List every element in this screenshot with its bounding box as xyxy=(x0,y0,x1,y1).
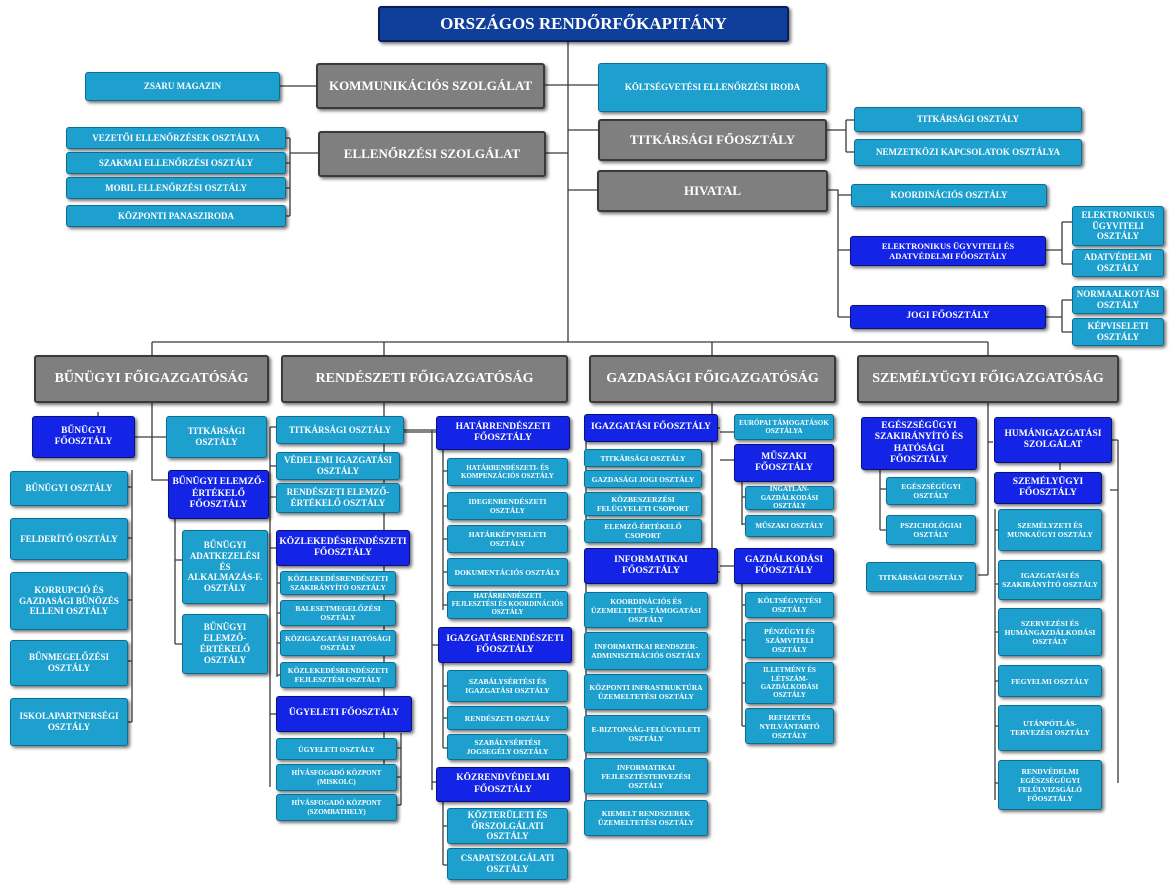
koltsegvetesi-osztaly-box: KÖLTSÉGVETÉSI OSZTÁLY xyxy=(745,592,834,618)
bunugyi-foosztaly-box: BŰNÜGYI FŐOSZTÁLY xyxy=(32,416,135,458)
bunugyi-adatkezelesi-osztaly-box: BŰNÜGYI ADATKEZELÉSI ÉS ALKALMAZÁS-F. OS… xyxy=(182,530,268,604)
egeszsegugyi-foosztaly-box: EGÉSZSÉGÜGYI SZAKIRÁNYÍTÓ ÉS HATÓSÁGI FŐ… xyxy=(861,417,977,470)
hivasfogado-szombathely-box: HÍVÁSFOGADÓ KÖZPONT (SZOMBATHELY) xyxy=(276,794,397,821)
ellenorzesi-item-1: VEZETŐI ELLENŐRZÉSEK OSZTÁLYA xyxy=(66,127,286,149)
gazd-titkarsagi-osztaly-box: TITKÁRSÁGI OSZTÁLY xyxy=(584,449,702,467)
ellenorzesi-item-2: SZAKMAI ELLENŐRZÉSI OSZTÁLY xyxy=(66,152,286,174)
titkarsagi-foosztaly-box: TITKÁRSÁGI FŐOSZTÁLY xyxy=(598,119,827,161)
idegenrendeszeti-box: IDEGENRENDÉSZETI OSZTÁLY xyxy=(447,492,568,520)
rendeszeti-osztaly-box: RENDÉSZETI OSZTÁLY xyxy=(447,706,568,730)
szabalysertesi-igazgatasi-box: SZABÁLYSÉRTÉSI ÉS IGAZGATÁSI OSZTÁLY xyxy=(447,670,568,702)
ugyeleti-osztaly-box: ÜGYELETI OSZTÁLY xyxy=(276,738,397,760)
rendeszeti-titkarsagi-osztaly-box: TITKÁRSÁGI OSZTÁLY xyxy=(276,416,404,444)
kepviseleti-osztaly-box: KÉPVISELETI OSZTÁLY xyxy=(1072,318,1164,346)
hatarkepviseleti-box: HATÁRKÉPVISELETI OSZTÁLY xyxy=(447,525,568,553)
hivasfogado-miskolc-box: HÍVÁSFOGADÓ KÖZPONT (MISKOLC) xyxy=(276,764,397,791)
ingatlan-gazdalkodasi-box: INGATLAN-GAZDÁLKODÁSI OSZTÁLY xyxy=(745,485,834,510)
zsaru-magazin-box: ZSARU MAGAZIN xyxy=(85,72,280,101)
szemelyzeti-munkaugyi-box: SZEMÉLYZETI ÉS MUNKAÜGYI OSZTÁLY xyxy=(998,509,1102,551)
rendeszeti-elemzo-osztaly-box: RENDÉSZETI ELEMZŐ-ÉRTÉKELŐ OSZTÁLY xyxy=(276,483,400,513)
info-fejlesztestervezesi-box: INFORMATIKAI FEJLESZTÉSTERVEZÉSI OSZTÁLY xyxy=(584,758,708,794)
utanpotlas-tervezesi-box: UTÁNPÓTLÁS-TERVEZÉSI OSZTÁLY xyxy=(998,705,1102,751)
felderito-osztaly-box: FELDERÍTŐ OSZTÁLY xyxy=(10,518,128,560)
kozl-szakiranyito-box: KÖZLEKEDÉSRENDÉSZETI SZAKIRÁNYÍTÓ OSZTÁL… xyxy=(280,571,396,595)
egeszsegugyi-osztaly-box: EGÉSZSÉGÜGYI OSZTÁLY xyxy=(886,477,976,505)
kozlekedesrendeszeti-foosztaly-box: KÖZLEKEDÉSRENDÉSZETI FŐOSZTÁLY xyxy=(276,530,410,566)
info-koordinacios-box: KOORDINÁCIÓS ÉS ÜZEMELTETÉS-TÁMOGATÁSI O… xyxy=(584,592,708,628)
bunugyi-foigazgatosag-box: BŰNÜGYI FŐIGAZGATÓSÁG xyxy=(34,355,269,403)
adatvedelmi-osztaly-box: ADATVÉDELMI OSZTÁLY xyxy=(1072,249,1164,277)
elektronikus-foosztaly-box: ELEKTRONIKUS ÜGYVITELI ÉS ADATVÉDELMI FŐ… xyxy=(850,236,1046,266)
elemzo-ertekelo-csoport-box: ELEMZŐ-ÉRTÉKELŐ CSOPORT xyxy=(584,519,702,543)
informatikai-foosztaly-box: INFORMATIKAI FŐOSZTÁLY xyxy=(584,548,718,584)
fegyelmi-osztaly-box: FEGYELMI OSZTÁLY xyxy=(998,665,1102,697)
bunugyi-osztaly-box: BŰNÜGYI OSZTÁLY xyxy=(10,471,128,506)
elektronikus-ugyviteli-osztaly-box: ELEKTRONIKUS ÜGYVITELI OSZTÁLY xyxy=(1072,206,1164,246)
szemelyugyi-titkarsagi-osztaly-box: TITKÁRSÁGI OSZTÁLY xyxy=(866,562,976,592)
titkarsagi-osztaly-box: TITKÁRSÁGI OSZTÁLY xyxy=(854,107,1082,132)
kiemelt-rendszerek-box: KIEMELT RENDSZEREK ÜZEMELTETÉSI OSZTÁLY xyxy=(584,800,708,836)
kozteruleti-orszolgalati-box: KÖZTERÜLETI ÉS ŐRSZOLGÁLATI OSZTÁLY xyxy=(447,808,568,844)
hivatal-box: HIVATAL xyxy=(597,170,828,212)
kozl-fejlesztesi-box: KÖZLEKEDÉSRENDÉSZETI FEJLESZTÉSI OSZTÁLY xyxy=(280,662,396,688)
pszichologiai-osztaly-box: PSZICHOLÓGIAI OSZTÁLY xyxy=(886,515,976,545)
rendvedelmi-egeszsegugyi-box: RENDVÉDELMI EGÉSZSÉGÜGYI FELÜLVIZSGÁLÓ F… xyxy=(998,760,1102,810)
info-rendszer-adm-box: INFORMATIKAI RENDSZER-ADMINISZTRÁCIÓS OS… xyxy=(584,632,708,670)
szemelyugyi-foosztaly-box: SZEMÉLYÜGYI FŐOSZTÁLY xyxy=(994,472,1102,504)
ugyeleti-foosztaly-box: ÜGYELETI FŐOSZTÁLY xyxy=(276,696,412,732)
gazdasagi-foigazgatosag-box: GAZDASÁGI FŐIGAZGATÓSÁG xyxy=(589,355,836,403)
korrupcio-osztaly-box: KORRUPCIÓ ÉS GAZDASÁGI BŰNÖZÉS ELLENI OS… xyxy=(10,572,128,630)
kozigazgatasi-hatosagi-box: KÖZIGAZGATÁSI HATÓSÁGI OSZTÁLY xyxy=(280,630,396,656)
igazgatasrendeszeti-foosztaly-box: IGAZGATÁSRENDÉSZETI FŐOSZTÁLY xyxy=(438,627,572,663)
jogi-foosztaly-box: JOGI FŐOSZTÁLY xyxy=(850,305,1046,329)
szemelyugyi-foigazgatosag-box: SZEMÉLYÜGYI FŐIGAZGATÓSÁG xyxy=(857,355,1119,403)
szabalysertesi-jogsegely-box: SZABÁLYSÉRTÉSI JOGSEGÉLY OSZTÁLY xyxy=(447,734,568,760)
gazd-igazgatasi-foosztaly-box: IGAZGATÁSI FŐOSZTÁLY xyxy=(584,414,718,442)
gazdalkodasi-foosztaly-box: GAZDÁLKODÁSI FŐOSZTÁLY xyxy=(734,548,834,584)
hatar-kompenzacios-box: HATÁRRENDÉSZETI- ÉS KOMPENZÁCIÓS OSZTÁLY xyxy=(447,458,568,486)
top-box-orszagos-rendorfokapitany: ORSZÁGOS RENDŐRFŐKAPITÁNY xyxy=(378,6,789,42)
kommunikacios-szolgalat-box: KOMMUNIKÁCIÓS SZOLGÁLAT xyxy=(316,63,545,109)
e-biztonsag-box: E-BIZTONSÁG-FELÜGYELETI OSZTÁLY xyxy=(584,715,708,753)
europai-tamogatasok-box: EURÓPAI TÁMOGATÁSOK OSZTÁLYA xyxy=(734,414,834,440)
penzugyi-szamviteli-box: PÉNZÜGYI ÉS SZÁMVITELI OSZTÁLY xyxy=(745,622,834,658)
bunmegelozesi-osztaly-box: BŰNMEGELŐZÉSI OSZTÁLY xyxy=(10,640,128,686)
bunugyi-titkarsagi-osztaly-box: TITKÁRSÁGI OSZTÁLY xyxy=(166,416,267,458)
kozrendvedelmi-foosztaly-box: KÖZRENDVÉDELMI FŐOSZTÁLY xyxy=(436,767,570,802)
koordinacios-osztaly-box: KOORDINÁCIÓS OSZTÁLY xyxy=(851,184,1047,207)
ellenorzesi-item-3: MOBIL ELLENŐRZÉSI OSZTÁLY xyxy=(66,177,286,199)
humanigazgatasi-szolgalat-box: HUMÁNIGAZGATÁSI SZOLGÁLAT xyxy=(994,417,1112,463)
szervezesi-humangazdalkodasi-box: SZERVEZÉSI ÉS HUMÁNGAZDÁLKODÁSI OSZTÁLY xyxy=(998,608,1102,656)
ellenorzesi-szolgalat-box: ELLENŐRZÉSI SZOLGÁLAT xyxy=(318,131,546,177)
nemzetkozi-kapcsolatok-box: NEMZETKÖZI KAPCSOLATOK OSZTÁLYA xyxy=(854,139,1082,166)
hatar-fejlesztesi-box: HATÁRRENDÉSZETI FEJLESZTÉSI ÉS KOORDINÁC… xyxy=(447,591,568,619)
igazgatasi-szakiranyito-box: IGAZGATÁSI ÉS SZAKIRÁNYÍTÓ OSZTÁLY xyxy=(998,560,1102,600)
bunugyi-elemzo-osztaly-box: BŰNÜGYI ELEMZŐ-ÉRTÉKELŐ OSZTÁLY xyxy=(182,614,268,674)
csapatszolgalati-box: CSAPATSZOLGÁLATI OSZTÁLY xyxy=(447,848,568,880)
dokumentacios-box: DOKUMENTÁCIÓS OSZTÁLY xyxy=(447,558,568,586)
kozbeszerzesi-csoport-box: KÖZBESZERZÉSI FELÜGYELETI CSOPORT xyxy=(584,492,702,516)
illetmeny-letszam-box: ILLETMÉNY ÉS LÉTSZÁM-GAZDÁLKODÁSI OSZTÁL… xyxy=(745,662,834,704)
muszaki-osztaly-box: MŰSZAKI OSZTÁLY xyxy=(745,515,834,537)
rendeszeti-foigazgatosag-box: RENDÉSZETI FŐIGAZGATÓSÁG xyxy=(281,355,568,403)
muszaki-foosztaly-box: MŰSZAKI FŐOSZTÁLY xyxy=(734,444,834,482)
vedelemi-igazgatasi-osztaly-box: VÉDELEMI IGAZGATÁSI OSZTÁLY xyxy=(276,452,400,480)
balesetmegelozesi-box: BALESETMEGELŐZÉSI OSZTÁLY xyxy=(280,600,396,626)
kozponti-infrastruktura-box: KÖZPONTI INFRASTRUKTÚRA ÜZEMELTETÉSI OSZ… xyxy=(584,674,708,710)
koltsegvetesi-ellenorzesi-iroda-box: KÖLTSÉGVETÉSI ELLENŐRZÉSI IRODA xyxy=(598,63,827,112)
bunugyi-elemzo-foosztaly-box: BŰNÜGYI ELEMZŐ-ÉRTÉKELŐ FŐOSZTÁLY xyxy=(168,470,269,519)
refizetes-nyilvantarto-box: REFIZETÉS NYILVÁNTARTÓ OSZTÁLY xyxy=(745,708,834,744)
hatarrendeszeti-foosztaly-box: HATÁRRENDÉSZETI FŐOSZTÁLY xyxy=(436,416,570,450)
normaalkotasi-osztaly-box: NORMAALKOTÁSI OSZTÁLY xyxy=(1072,286,1164,314)
ellenorzesi-item-4: KÖZPONTI PANASZIRODA xyxy=(66,205,286,227)
gazdasagi-jogi-osztaly-box: GAZDASÁGI JOGI OSZTÁLY xyxy=(584,470,702,488)
iskolapartnersegi-osztaly-box: ISKOLAPARTNERSÉGI OSZTÁLY xyxy=(10,698,128,746)
